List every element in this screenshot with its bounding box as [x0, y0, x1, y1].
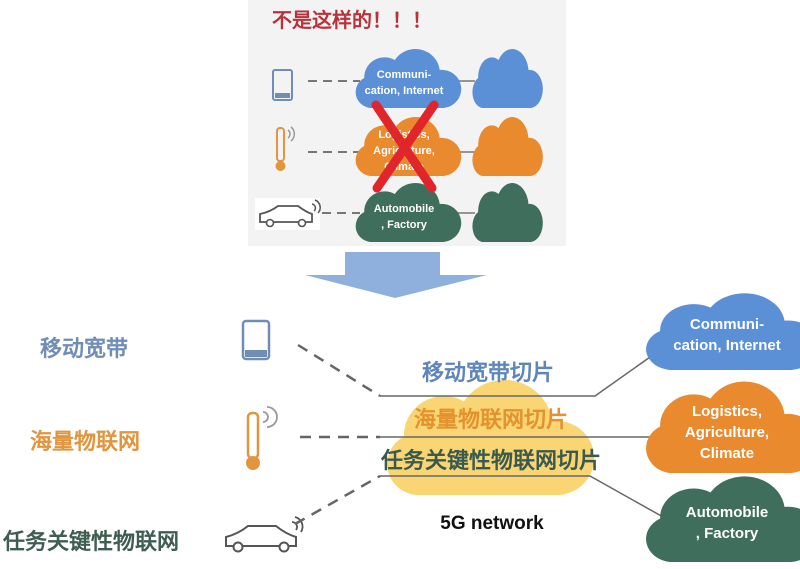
- warning-text: 不是这样的！！！: [272, 8, 432, 32]
- phone-icon: [241, 319, 271, 361]
- category-label-critical-iot: 任务关键性物联网: [2, 529, 179, 555]
- cloud-text: cation, Internet: [673, 337, 781, 354]
- cloud-text: Automobile: [686, 504, 769, 521]
- bottom-slice-lines: [380, 349, 673, 523]
- communication-cloud: Communi-cation, Internet: [355, 48, 462, 108]
- cloud-text: , Factory: [381, 219, 428, 231]
- cloud-text: Communi-: [377, 69, 432, 81]
- communication-cloud: Communi-cation, Internet: [646, 293, 800, 370]
- slice-label-miot: 海量物联网切片: [414, 407, 568, 433]
- network-label: 5G network: [440, 513, 544, 534]
- thermometer-icon: [246, 406, 278, 470]
- cloud-text: Communi-: [690, 316, 764, 333]
- category-label-miot: 海量物联网: [30, 429, 140, 455]
- bottom-dashed-links: [294, 343, 381, 526]
- car-icon: [255, 198, 321, 230]
- cloud-text: cation, Internet: [365, 85, 444, 97]
- slice-label-critical-iot: 任务关键性物联网切片: [380, 448, 601, 474]
- automobile-cloud: Automobile , Factory: [355, 182, 462, 242]
- cross-mark: [371, 100, 439, 193]
- cloud-text: Logistics,: [692, 403, 762, 420]
- phone-icon: [272, 69, 293, 101]
- automobile-cloud: Automobile , Factory: [646, 476, 800, 562]
- category-label-mbb: 移动宽带: [40, 336, 128, 362]
- top-dashed-links: [308, 80, 360, 214]
- cloud-text: Agriculture,: [685, 424, 769, 441]
- logistics-cloud: Logistics, Agriculture, Climate: [646, 381, 800, 473]
- slice-label-mbb: 移动宽带切片: [422, 360, 554, 386]
- down-arrow: [305, 252, 487, 298]
- cloud-text: Automobile: [374, 203, 435, 215]
- cloud-text: , Factory: [696, 525, 759, 542]
- cloud-text: Climate: [700, 445, 754, 462]
- car-icon: [225, 516, 304, 553]
- thermometer-icon: [275, 126, 296, 171]
